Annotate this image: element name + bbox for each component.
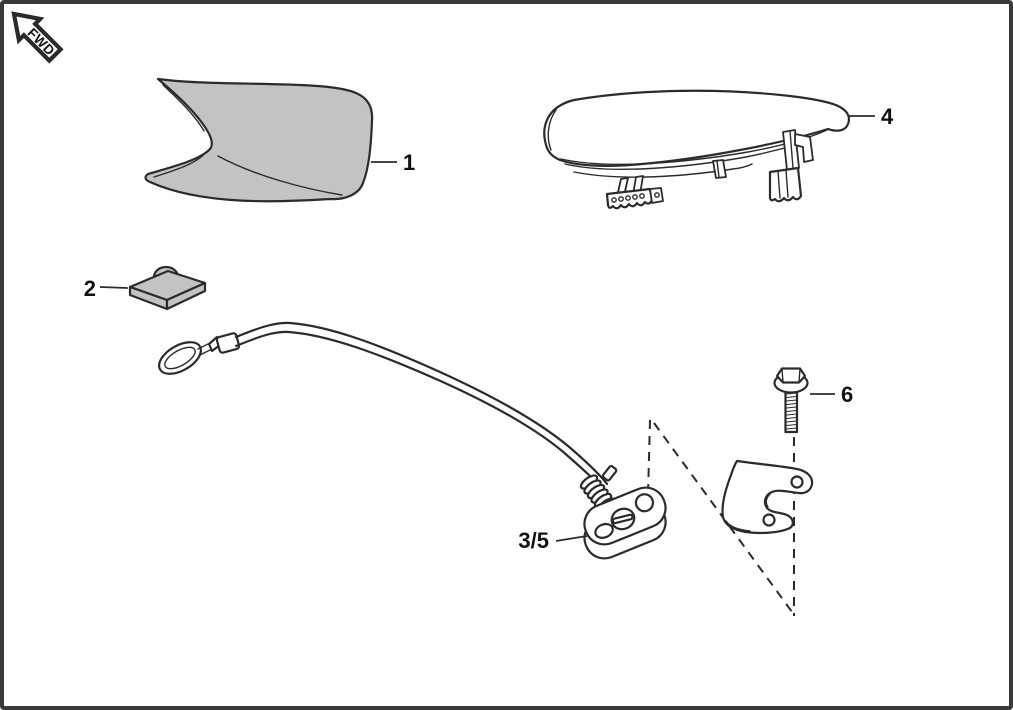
part-mounting-bracket-plate xyxy=(721,459,814,535)
thread-line xyxy=(786,417,797,419)
hook-detail-line xyxy=(789,130,794,169)
part-seat-assembly: 4 xyxy=(543,89,894,210)
callout-6: 6 xyxy=(841,382,853,407)
anchor-hole xyxy=(634,493,655,513)
comb-hole xyxy=(625,195,631,201)
hex-facet-line xyxy=(781,368,784,383)
guide-line-vertical-left xyxy=(647,419,651,496)
cowl-crease-line xyxy=(217,155,343,196)
anchor-oval-hole xyxy=(594,522,614,539)
thread-line xyxy=(786,410,797,412)
cable-lower-edge xyxy=(234,330,603,490)
cable-barrel-fitting xyxy=(215,332,241,354)
cowl-outline xyxy=(144,77,374,203)
loop-wire xyxy=(197,343,209,350)
callout-1: 1 xyxy=(403,150,415,175)
part-flange-bolt: 6 xyxy=(773,367,853,434)
thread-line xyxy=(786,396,797,398)
seat-hook-arm xyxy=(794,133,814,163)
tab-hole xyxy=(654,192,660,198)
fwd-arrow-icon xyxy=(11,11,64,64)
callout-3-5: 3/5 xyxy=(518,528,549,553)
cowl-rim-line xyxy=(153,151,207,178)
thread-line xyxy=(786,399,797,402)
loop-wire xyxy=(199,349,211,356)
screw-slot xyxy=(611,513,634,525)
cable-anchor-block xyxy=(583,486,667,560)
comb-hole xyxy=(639,193,645,199)
thread-line xyxy=(786,424,797,426)
part-seat-cowl: 1 xyxy=(144,77,415,203)
foot-detail-line xyxy=(777,170,781,199)
bolt-hex-head xyxy=(775,367,807,384)
cable-loop-inner xyxy=(164,346,196,370)
comb-hole xyxy=(611,197,617,203)
comb-hole xyxy=(632,194,638,200)
hex-facet-line xyxy=(798,368,801,383)
callout-2: 2 xyxy=(84,276,96,301)
callout-line-3-5 xyxy=(555,535,588,542)
bracket-plate-outline xyxy=(721,459,814,535)
plate-hole xyxy=(762,513,776,527)
plate-thickness-line xyxy=(725,520,751,532)
seat-foot-bracket xyxy=(768,166,803,203)
seat-cushion-outline xyxy=(543,89,851,167)
fwd-indicator: FWD xyxy=(11,11,64,64)
thread-line xyxy=(786,403,797,405)
thread-line xyxy=(786,427,797,430)
thread-line xyxy=(786,420,797,423)
thread-line xyxy=(786,413,797,416)
clip-side-face xyxy=(165,281,207,311)
part-clip-nut: 2 xyxy=(84,265,207,311)
thread-line xyxy=(786,406,797,409)
seat-center-clip xyxy=(712,159,727,179)
foot-detail-line xyxy=(785,169,789,198)
clip-detail-line xyxy=(716,160,720,178)
seat-end-contour xyxy=(547,109,557,151)
cable-end-nipple xyxy=(601,464,618,482)
cowl-rim-line xyxy=(162,84,205,132)
plate-thickness-line xyxy=(765,493,771,508)
comb-hole xyxy=(618,196,624,202)
part-tether-cable: 3/5 xyxy=(158,321,667,560)
plate-hole xyxy=(790,475,804,489)
anchor-screw-head xyxy=(610,507,636,531)
cable-loop-outer xyxy=(158,341,202,375)
callout-line-2 xyxy=(99,286,129,289)
cable-upper-edge xyxy=(234,321,609,486)
callout-4: 4 xyxy=(881,104,894,129)
